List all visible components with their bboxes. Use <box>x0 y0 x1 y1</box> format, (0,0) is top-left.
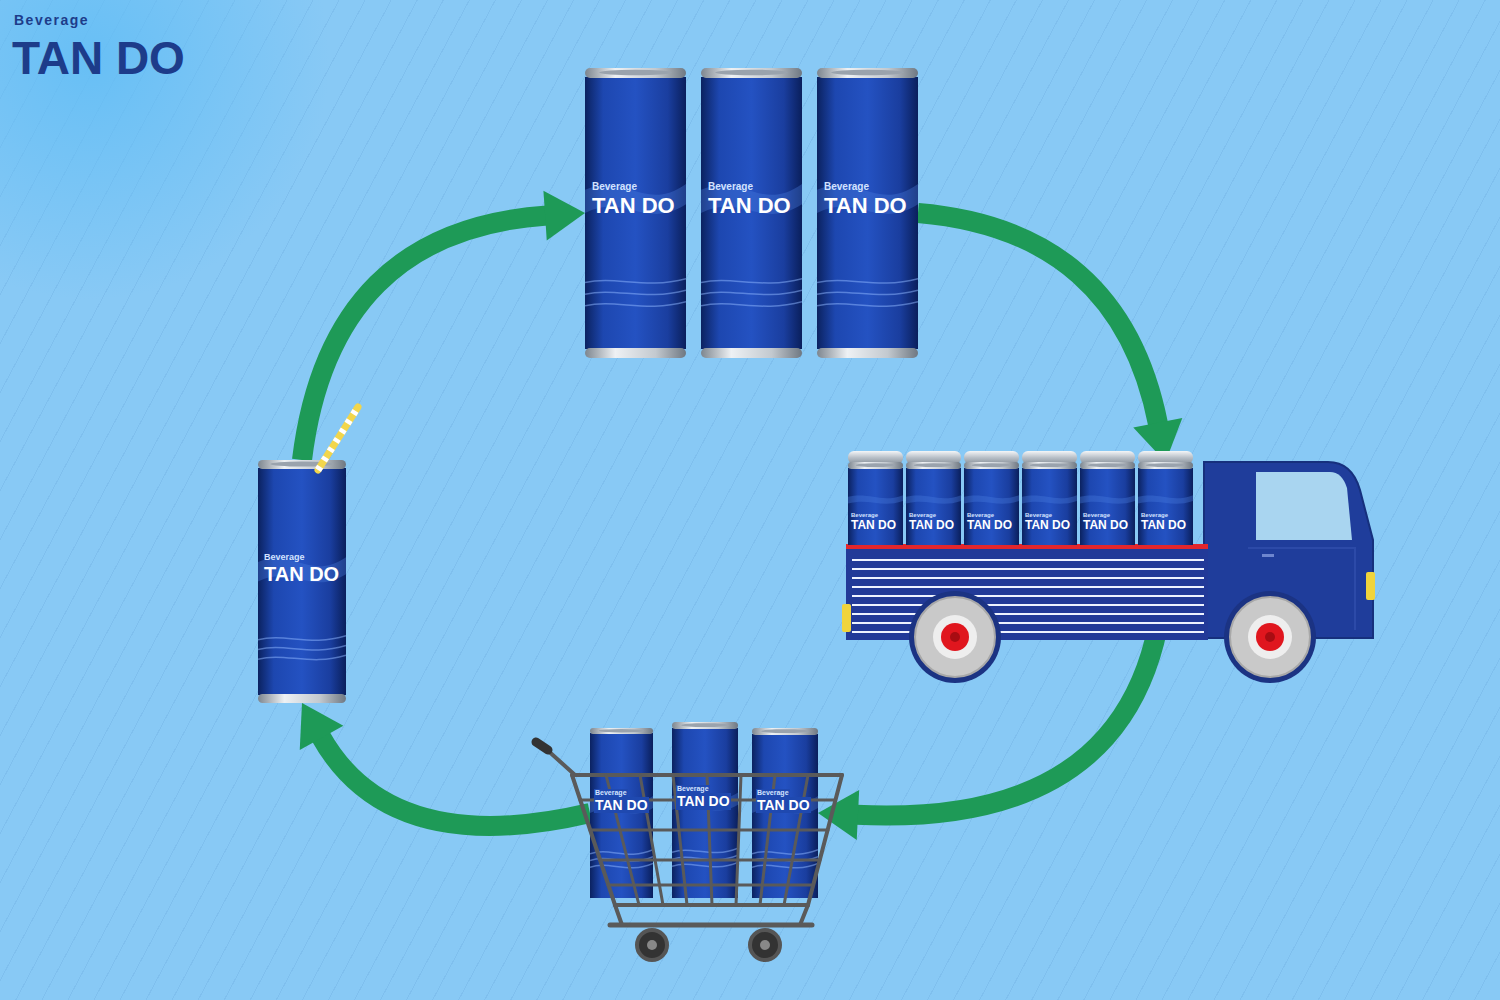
shopping-cart <box>536 742 842 960</box>
arrowhead <box>818 790 859 840</box>
can-label: BeverageTAN DO <box>851 512 896 533</box>
can-label: BeverageTAN DO <box>264 552 339 585</box>
cycle-arrow <box>302 191 585 460</box>
brand-subtitle: Beverage <box>824 181 869 193</box>
brand-name: TAN DO <box>1141 519 1186 533</box>
can: BeverageTAN DO <box>964 462 1019 545</box>
brand-name: TAN DO <box>851 519 896 533</box>
truck-wheels <box>909 591 1316 683</box>
brand-name: TAN DO <box>708 193 791 218</box>
can: BeverageTAN DO <box>1138 462 1193 545</box>
brand-name: TAN DO <box>1083 519 1128 533</box>
can: BeverageTAN DO <box>906 462 961 545</box>
can-label: BeverageTAN DO <box>592 181 675 218</box>
can: BeverageTAN DO <box>585 68 686 358</box>
arrow-line <box>918 213 1158 425</box>
logo-text: TAN DO <box>12 32 185 85</box>
can-label: BeverageTAN DO <box>967 512 1012 533</box>
can: BeverageTAN DO <box>590 728 653 898</box>
brand-name: TAN DO <box>592 193 675 218</box>
brand-subtitle: Beverage <box>676 785 710 793</box>
logo-text: Beverage <box>14 12 89 28</box>
brand-subtitle: Beverage <box>851 512 878 519</box>
brand-subtitle: Beverage <box>756 789 790 797</box>
can: BeverageTAN DO <box>817 68 918 358</box>
brand-name: TAN DO <box>594 797 649 813</box>
can-label: BeverageTAN DO <box>756 789 811 813</box>
arrow-line <box>302 216 547 460</box>
can-label: BeverageTAN DO <box>1083 512 1128 533</box>
can-label: BeverageTAN DO <box>909 512 954 533</box>
cycle-arrow <box>300 703 590 826</box>
can-shape <box>906 462 961 545</box>
can: BeverageTAN DO <box>752 728 818 898</box>
brand-name: TAN DO <box>1025 519 1070 533</box>
brand-subtitle: Beverage <box>1083 512 1110 519</box>
brand-subtitle: Beverage <box>594 789 628 797</box>
can-label: BeverageTAN DO <box>594 789 649 813</box>
brand-subtitle: Beverage <box>1141 512 1168 519</box>
can-label: BeverageTAN DO <box>1025 512 1070 533</box>
arrowhead <box>300 703 344 750</box>
can: BeverageTAN DO <box>1022 462 1077 545</box>
brand-name: TAN DO <box>909 519 954 533</box>
brand-subtitle: Beverage <box>708 181 753 193</box>
brand-subtitle: Beverage <box>264 552 305 562</box>
can-label: BeverageTAN DO <box>676 785 731 809</box>
brand-name: TAN DO <box>967 519 1012 533</box>
arrowhead <box>543 191 585 241</box>
can-shape <box>1022 462 1077 545</box>
can: BeverageTAN DO <box>1080 462 1135 545</box>
can-label: BeverageTAN DO <box>708 181 791 218</box>
brand-subtitle: Beverage <box>1025 512 1052 519</box>
cycle-arrow <box>918 213 1182 462</box>
can-label: BeverageTAN DO <box>824 181 907 218</box>
brand-name: TAN DO <box>756 797 811 813</box>
brand-name: TAN DO <box>264 563 339 586</box>
brand-name: TAN DO <box>824 193 907 218</box>
brand-subtitle: Beverage <box>909 512 936 519</box>
can-shape <box>964 462 1019 545</box>
truck-body <box>842 544 1208 640</box>
can-shape <box>848 462 903 545</box>
can-shape <box>1080 462 1135 545</box>
can: BeverageTAN DO <box>848 462 903 545</box>
brand-name: TAN DO <box>676 793 731 809</box>
can: BeverageTAN DO <box>258 460 346 703</box>
brand-subtitle: Beverage <box>967 512 994 519</box>
can-label: BeverageTAN DO <box>1141 512 1186 533</box>
straw <box>318 407 358 470</box>
brand-subtitle: Beverage <box>592 181 637 193</box>
can: BeverageTAN DO <box>701 68 802 358</box>
can-shape <box>1138 462 1193 545</box>
arrow-line <box>321 736 590 826</box>
